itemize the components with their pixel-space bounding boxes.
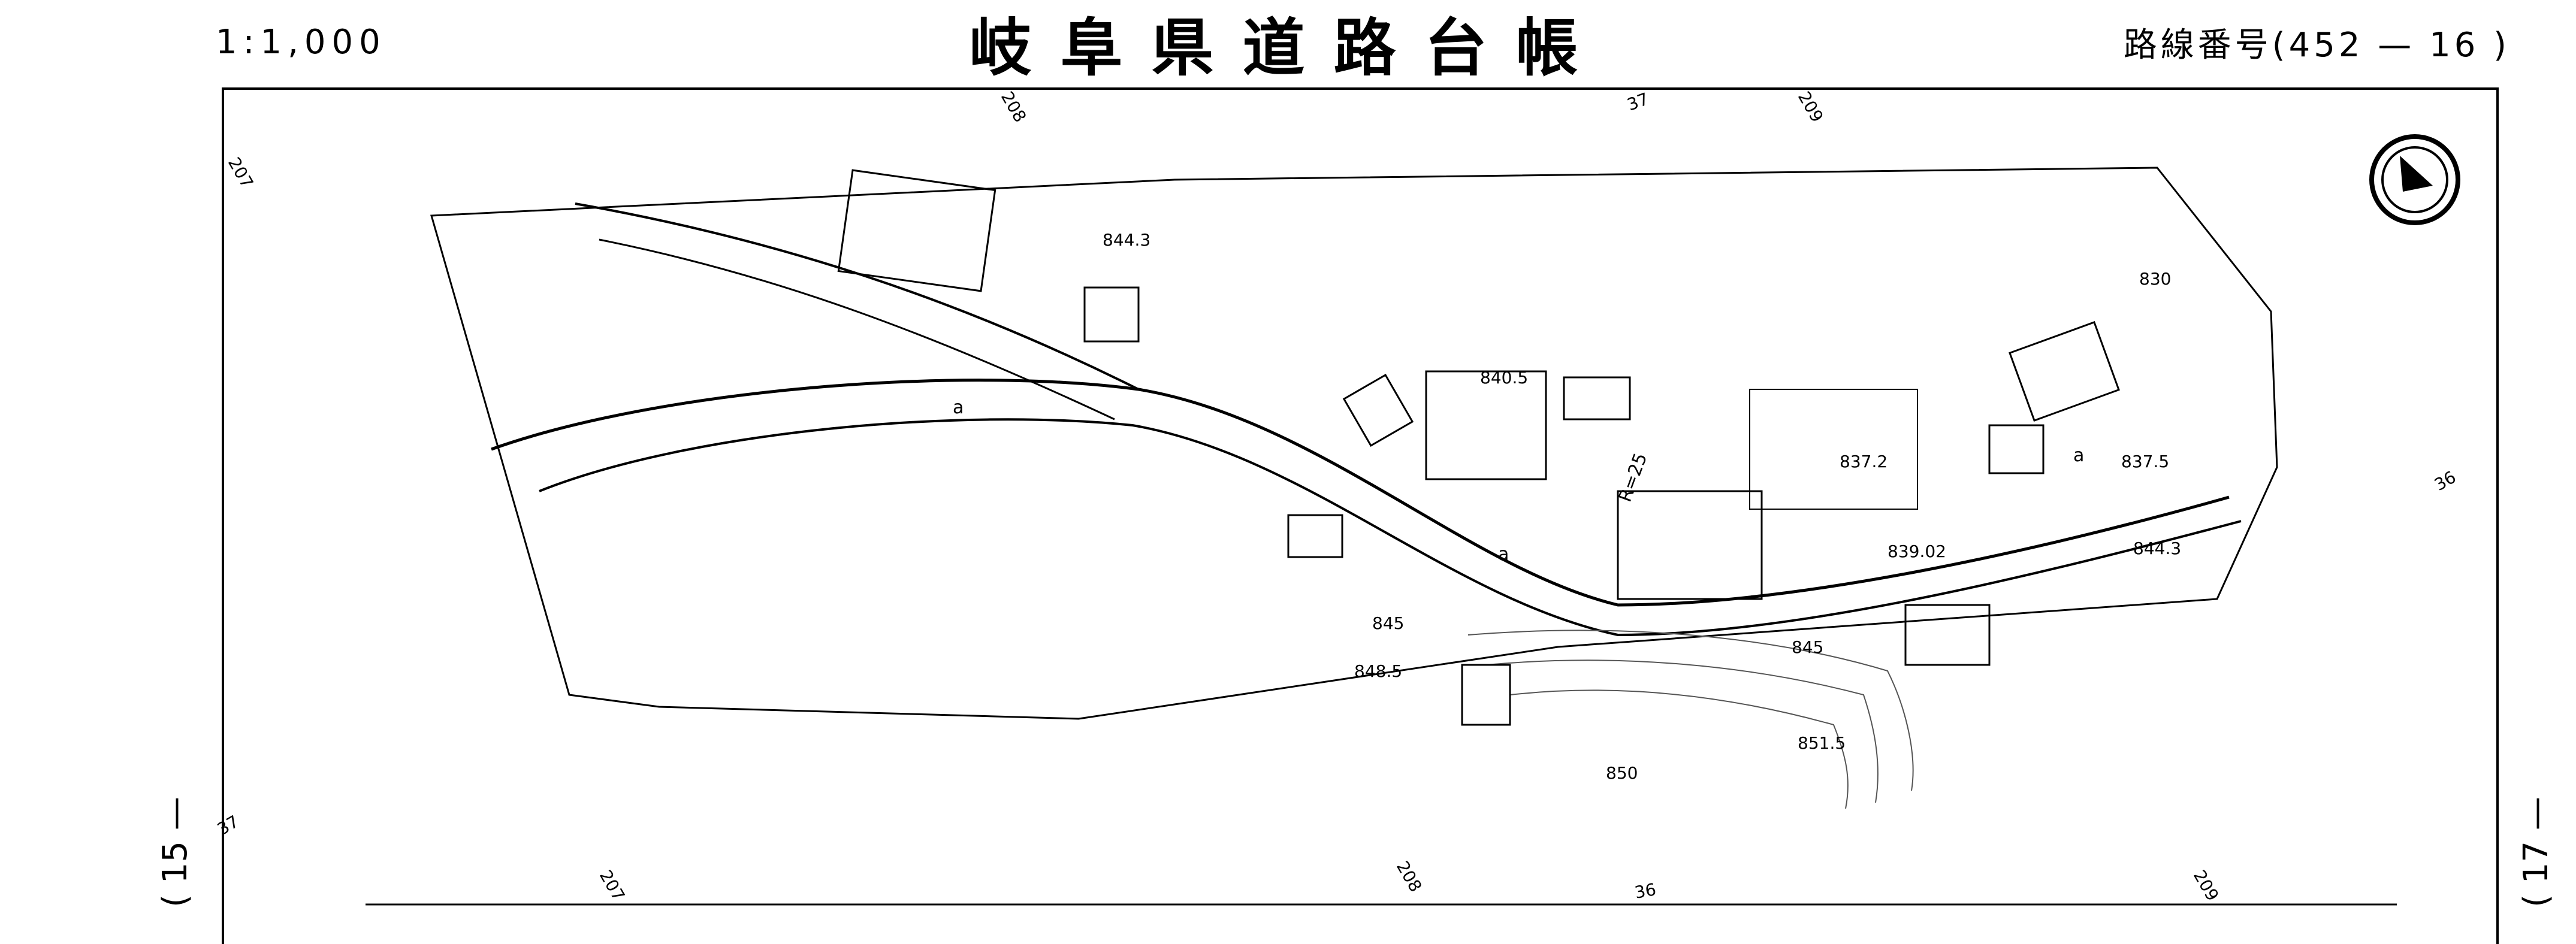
elevation-label: 851.5 <box>1798 733 1846 753</box>
building <box>1083 286 1140 343</box>
page-title: 岐阜県道路台帳 <box>969 11 1607 84</box>
contour-label: 845 <box>1792 637 1823 657</box>
elevation-label: 837.5 <box>2121 452 2169 471</box>
building <box>1563 376 1631 420</box>
elevation-label: 848.5 <box>1354 661 1402 681</box>
building <box>2009 321 2120 422</box>
building <box>837 169 996 292</box>
building <box>1988 424 2045 474</box>
building <box>1904 604 1991 666</box>
map-frame <box>222 87 2499 944</box>
sheet-ref: 208 <box>997 88 1030 126</box>
sheet-ref: 209 <box>1794 88 1827 126</box>
contour-label: 830 <box>2139 269 2171 289</box>
elevation-label: 844.3 <box>1103 230 1150 250</box>
building <box>1287 514 1343 558</box>
building <box>1461 664 1511 726</box>
sheet-ref: 209 <box>2190 867 2222 904</box>
contour-line <box>1485 659 1879 803</box>
road-marker: a <box>1498 544 1509 565</box>
sheet-ref: 207 <box>224 154 257 192</box>
sheet-ref: 207 <box>596 867 629 904</box>
main-road-edge <box>539 418 2242 637</box>
road-marker: R=25 <box>1615 450 1652 505</box>
north-arrow-icon <box>2369 134 2460 225</box>
elevation-label: 837.2 <box>1840 452 1888 471</box>
sheet-ref: 208 <box>1393 858 1426 895</box>
sheet-ref: 36 <box>1633 879 1657 903</box>
sheet-ref: 36 <box>2431 467 2459 495</box>
contour-label: 845 <box>1372 613 1404 633</box>
contour-label: 850 <box>1606 763 1638 783</box>
building <box>1342 373 1414 447</box>
sheet-ref: 37 <box>214 812 242 839</box>
elevation-label: 839.02 <box>1888 541 1946 561</box>
map-scale: 1:1,000 <box>216 22 386 62</box>
elevation-label: 840.5 <box>1480 368 1528 388</box>
road-marker: a <box>2073 445 2084 466</box>
road-marker: a <box>953 397 964 418</box>
building <box>1425 370 1547 480</box>
building <box>1749 389 1918 510</box>
sheet-ref: 37 <box>1624 89 1651 114</box>
building <box>1617 490 1763 600</box>
contour-line <box>1509 689 1849 809</box>
side-road-edge <box>599 238 1115 420</box>
side-road <box>575 202 1139 391</box>
route-number: 路線番号(452 — 16 ) <box>2123 25 2510 65</box>
main-road <box>491 379 2230 607</box>
contour-line <box>1467 630 1914 791</box>
elevation-label: 844.3 <box>2133 538 2181 558</box>
survey-area-outline <box>430 167 2278 720</box>
